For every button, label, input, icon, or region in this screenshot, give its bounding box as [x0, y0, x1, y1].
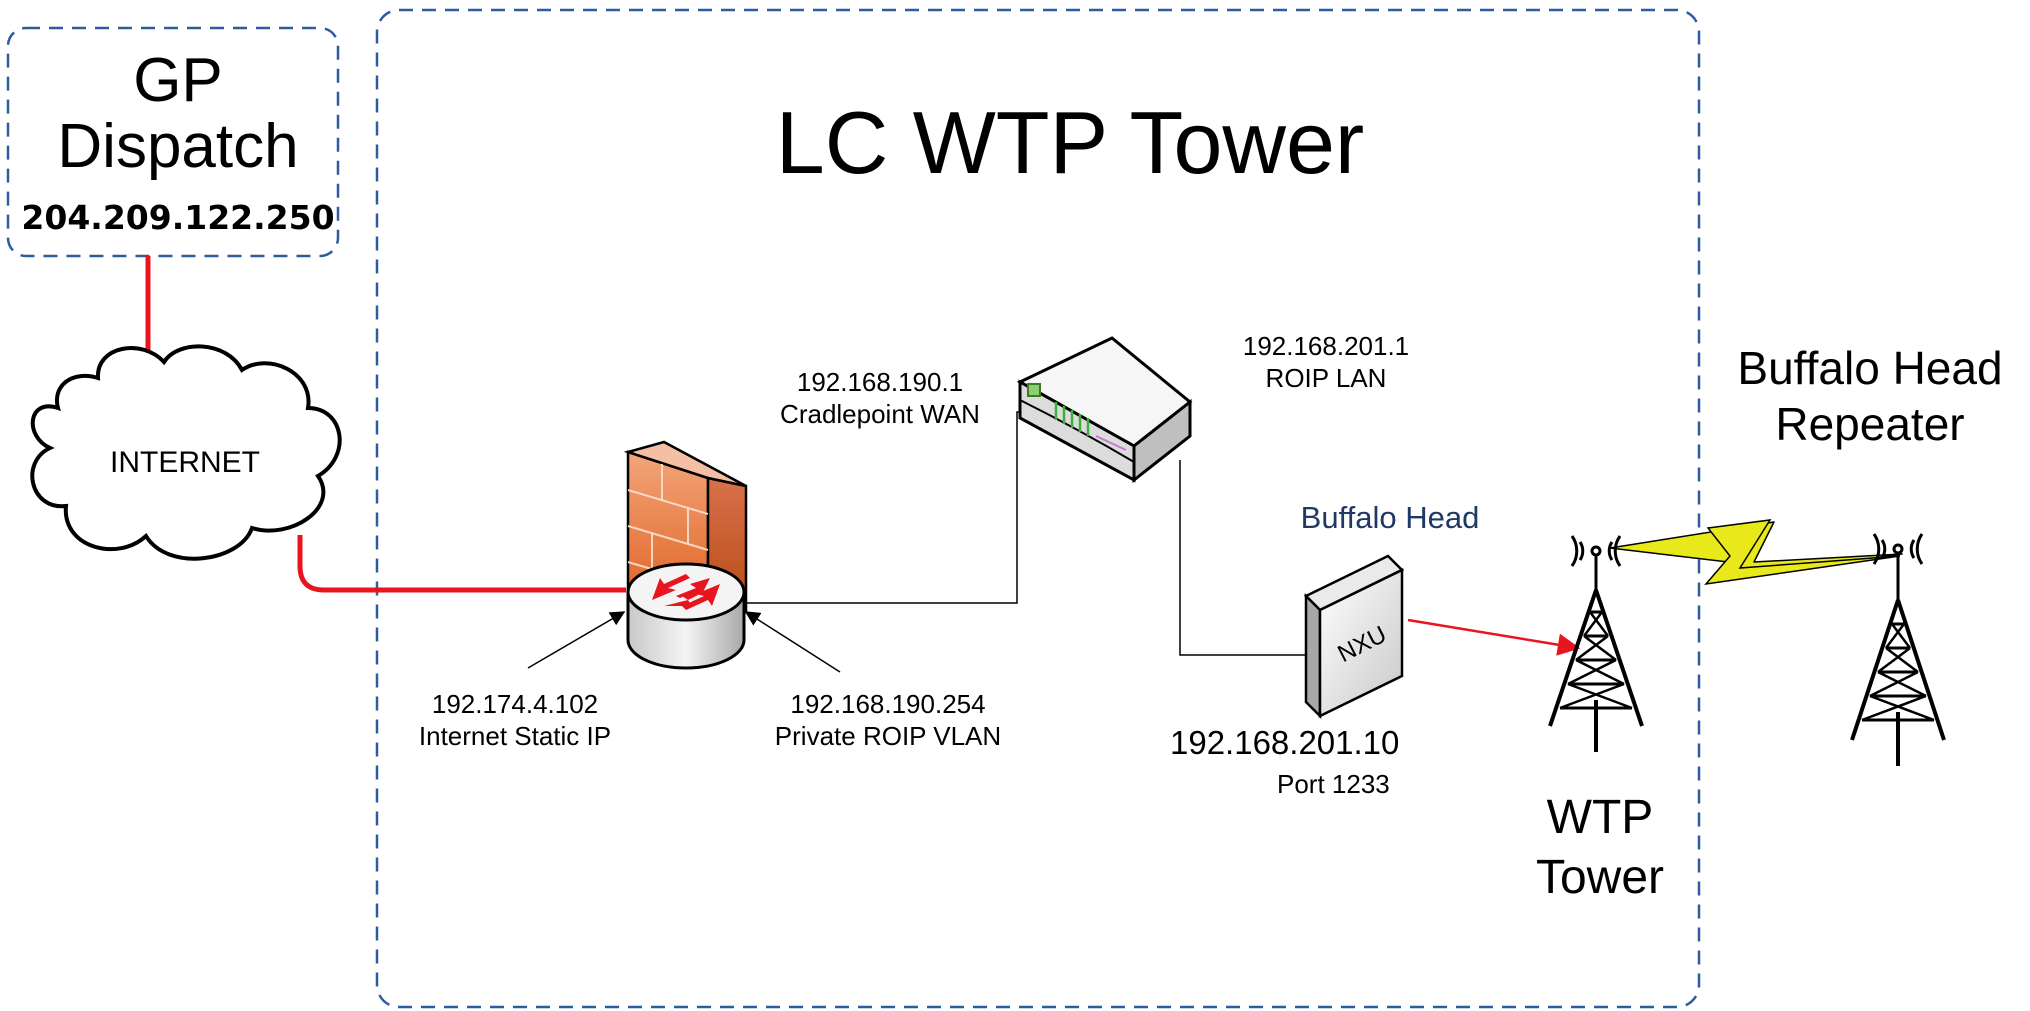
gp-dispatch-boundary: [6, 26, 340, 258]
firewall-private-label: 192.168.190.254 Private ROIP VLAN: [748, 688, 1028, 752]
wtp-tower-label-line2: Tower: [1535, 851, 1665, 904]
cradlepoint-lan-ip: 192.168.201.1: [1242, 331, 1410, 361]
cradlepoint-wan-label: 192.168.190.1 Cradlepoint WAN: [740, 366, 1020, 430]
firewall-internet-label: 192.174.4.102 Internet Static IP: [380, 688, 650, 752]
repeater-label-line2: Repeater: [1775, 398, 1965, 450]
internet-label: INTERNET: [110, 446, 260, 479]
radio-link-body: [1704, 519, 1901, 586]
firewall-router-icon: [623, 440, 748, 670]
gp-dispatch-name: GP Dispatch: [8, 48, 348, 180]
nxu-ip: 192.168.201.10: [1170, 724, 1400, 761]
gp-dispatch-name-line1: GP: [133, 46, 223, 115]
nxu-port: Port 1233: [1277, 769, 1390, 799]
gp-dispatch-name-line2: Dispatch: [57, 112, 299, 181]
nxu-device-icon: [1303, 554, 1405, 720]
cradlepoint-lan-desc: ROIP LAN: [1265, 363, 1387, 393]
diagram-title: LC WTP Tower: [775, 93, 1365, 192]
buffalo-head-site-label: Buffalo Head: [1300, 500, 1480, 535]
firewall-internet-desc: Internet Static IP: [418, 721, 612, 751]
gp-dispatch-ip: 204.209.122.250: [21, 198, 335, 237]
private-ip-pointer: [744, 611, 841, 673]
cradlepoint-wan-ip: 192.168.190.1: [796, 367, 964, 397]
internet-cloud: [30, 344, 342, 561]
internet-ip-pointer: [527, 611, 626, 669]
firewall-private-ip: 192.168.190.254: [790, 689, 986, 719]
cradlepoint-lan-label: 192.168.201.1 ROIP LAN: [1196, 330, 1456, 394]
firewall-internet-ip: 192.174.4.102: [431, 689, 599, 719]
firewall-private-desc: Private ROIP VLAN: [774, 721, 1002, 751]
nxu-tower-link: [1407, 618, 1581, 656]
firewall-cradlepoint-link: [745, 411, 1050, 604]
repeater-label-line1: Buffalo Head: [1737, 342, 2003, 394]
wtp-tower-icon: [1548, 535, 1644, 752]
cradlepoint-router-icon: [1016, 336, 1193, 484]
wtp-tower-label-line1: WTP: [1546, 791, 1654, 844]
repeater-tower-icon: [1850, 533, 1946, 766]
cradlepoint-nxu-link: [1179, 460, 1308, 656]
internet-firewall-link: [297, 535, 626, 593]
repeater-label: Buffalo Head Repeater: [1720, 340, 2020, 452]
wtp-tower-label: WTP Tower: [1500, 788, 1700, 908]
cradlepoint-wan-desc: Cradlepoint WAN: [780, 399, 980, 429]
